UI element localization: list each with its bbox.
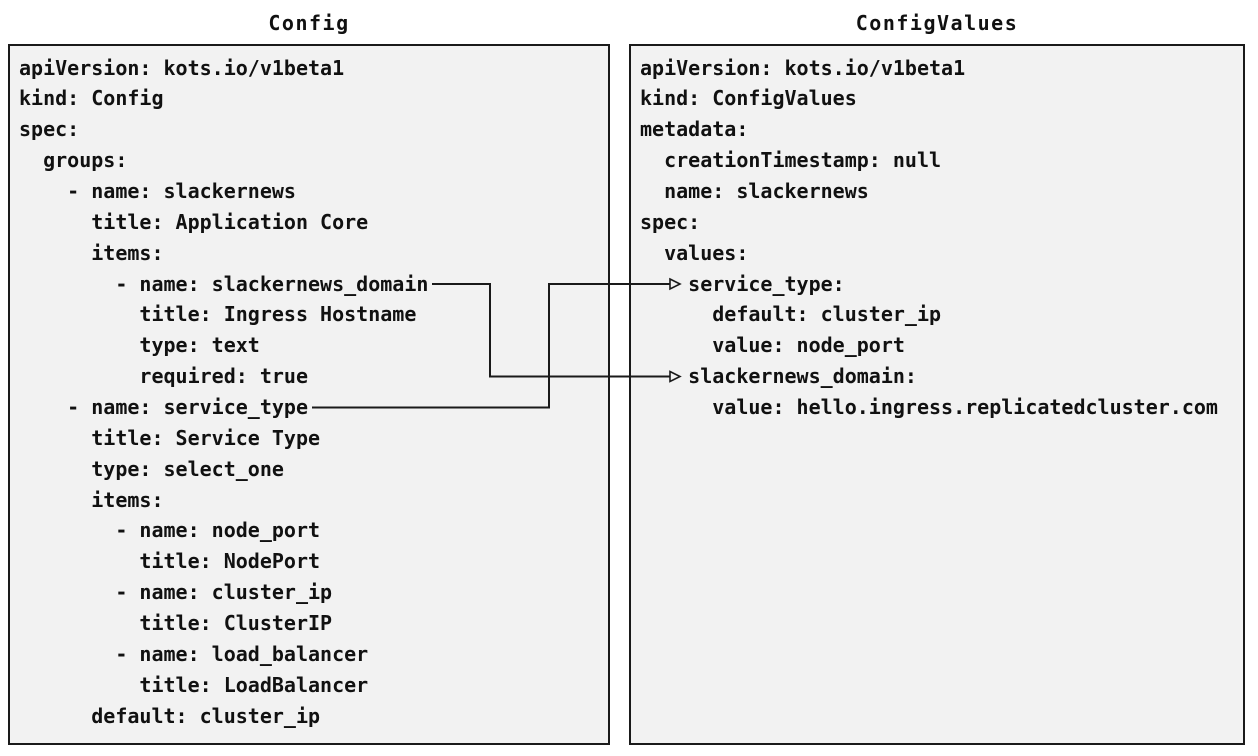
configvalues-yaml-text: apiVersion: kots.io/v1beta1 kind: Config… bbox=[640, 55, 1218, 419]
config-panel: apiVersion: kots.io/v1beta1 kind: Config… bbox=[8, 44, 610, 745]
configvalues-panel-title: ConfigValues bbox=[855, 11, 1019, 35]
config-panel-title: Config bbox=[268, 11, 350, 35]
config-yaml-text: apiVersion: kots.io/v1beta1 kind: Config… bbox=[19, 55, 429, 728]
configvalues-panel: apiVersion: kots.io/v1beta1 kind: Config… bbox=[629, 44, 1245, 745]
